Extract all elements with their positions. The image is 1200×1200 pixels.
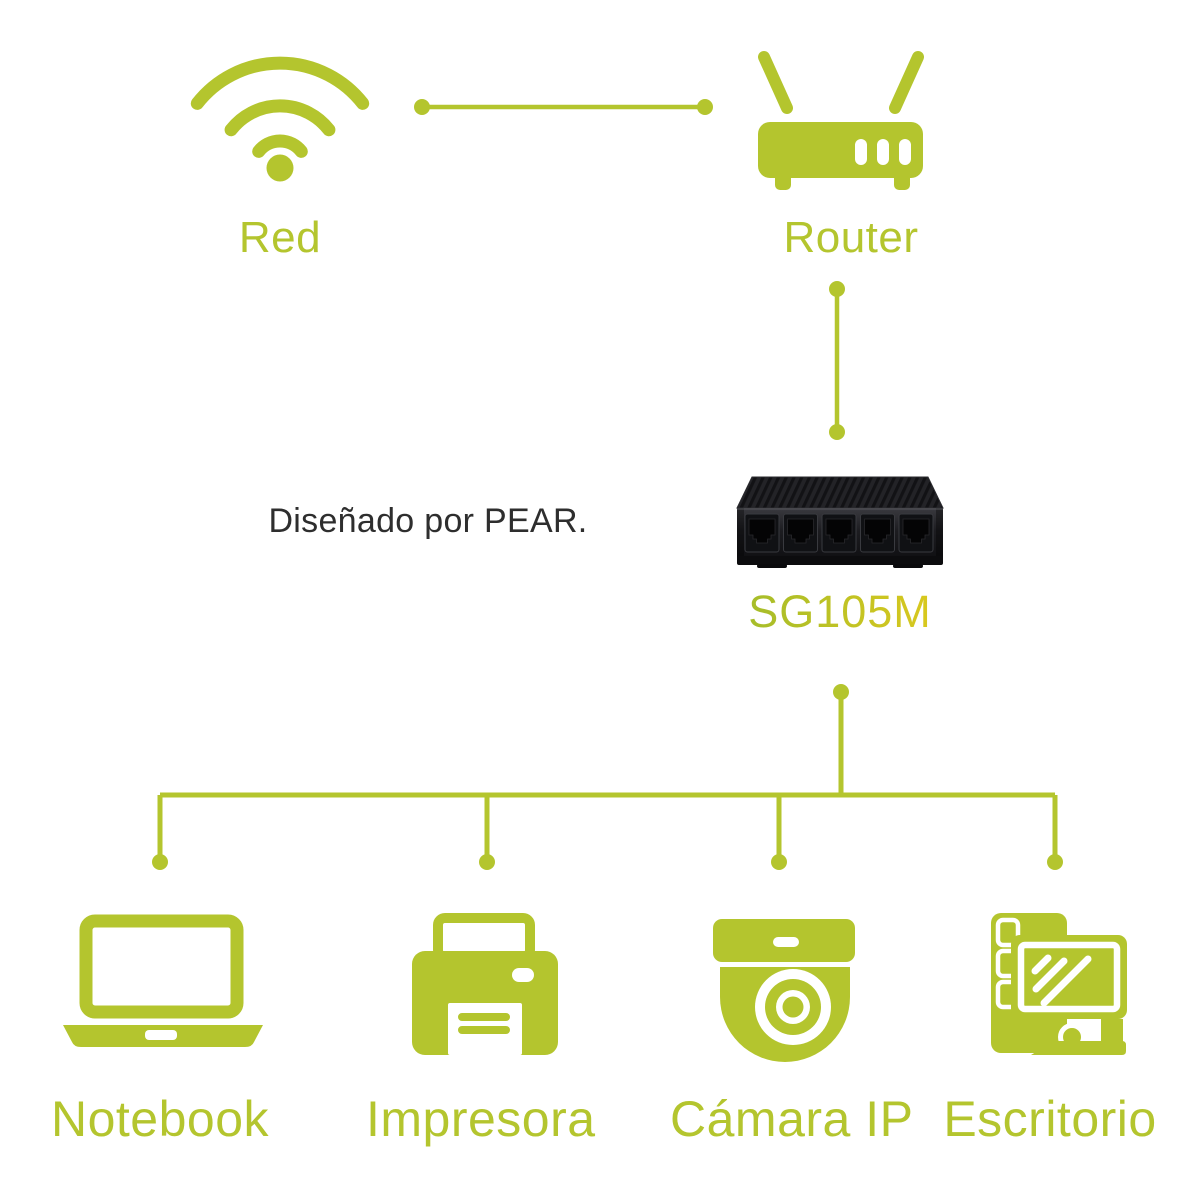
wifi-arc [190,56,370,110]
device-label-printer: Impresora [366,1091,596,1147]
router-led-slot [855,139,867,165]
rj45-port [898,513,934,553]
printer-paper-line [458,1026,510,1034]
camera-lens [782,996,804,1018]
rj45-port [783,513,818,553]
connector-router-switch [829,281,845,440]
monitor-stand [1101,1019,1123,1043]
screen-glare [1040,955,1092,1007]
wifi-dot [266,154,294,182]
router-body [758,122,923,178]
rj45-port [860,513,895,553]
connector-red-router [414,99,713,115]
router-led-slot [877,139,889,165]
device-label-camera: Cámara IP [670,1091,914,1147]
monitor-base [1031,1041,1126,1055]
desktop-icon [991,913,1127,1055]
printer-indicator [512,968,534,982]
laptop-notch [145,1030,177,1040]
wifi-icon [190,56,370,182]
router-led-slot [899,139,911,165]
switch-model-label: SG105M [730,586,950,638]
laptop-screen [79,914,244,1019]
designed-by-note: Diseñado por PEAR. [268,502,588,540]
device-label-desktop: Escritorio [943,1091,1157,1147]
monitor-bezel [1017,941,1121,1013]
printer-paper-line [458,1013,510,1021]
switch-base [737,556,943,565]
switch-photo [736,476,944,568]
router-icon [758,51,924,190]
laptop-icon [63,914,263,1047]
connector-switch-devices [152,684,1063,870]
rj45-port [821,513,857,553]
router-label: Router [783,213,919,262]
device-label-notebook: Notebook [50,1091,270,1147]
tower-bay [995,917,1021,948]
camera-mount-slot [773,937,799,947]
network-label: Red [238,213,322,262]
ip-camera-icon [713,919,855,1062]
wifi-arc [252,134,308,158]
switch-top-surface [736,476,944,509]
wifi-arc [224,99,336,137]
rj45-ports [744,513,934,553]
screen-glare [1031,954,1052,975]
rj45-port [744,513,780,553]
router-antenna [889,51,924,114]
screen-glare [1032,957,1068,993]
printer-icon [412,913,558,1055]
router-antenna [758,51,793,114]
